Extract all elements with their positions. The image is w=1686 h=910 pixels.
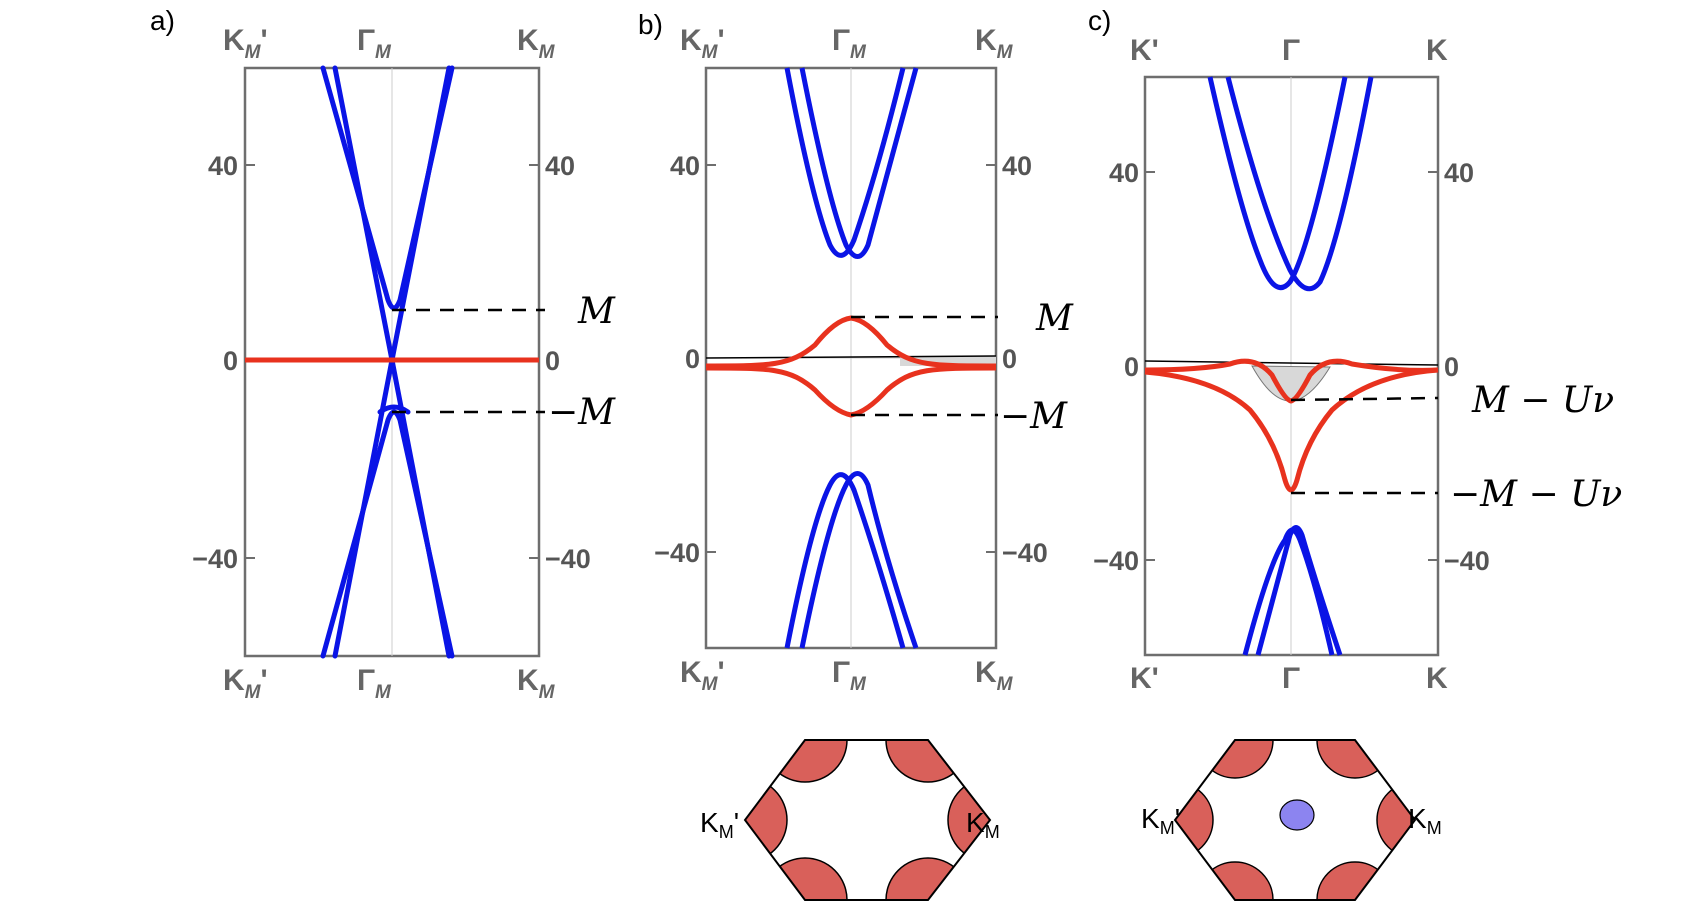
bz1-pocket: [885, 857, 971, 900]
panel-c-tick-right-40: 40: [1444, 158, 1474, 188]
panel-b-blue-bands: [784, 67, 919, 649]
panel-a-tick-left-0: 0: [223, 346, 238, 376]
bz2-pocket: [1376, 781, 1415, 859]
panel-a-kpoint-center-top: ΓM: [357, 24, 392, 63]
panel-c-red-bands: [1144, 358, 1439, 493]
panel-a-tick-right-0: 0: [545, 346, 560, 376]
panel-a-kpoint-left-top: KM': [223, 24, 268, 63]
panel-a-annotation-minus-m: −M: [548, 392, 616, 433]
panel-c-kpoint-left-bottom: K': [1130, 662, 1159, 695]
panel-a-tick-left-40: 40: [208, 151, 238, 181]
panel-a-tick-right-m40: −40: [545, 544, 591, 574]
bz2-pocket: [1175, 781, 1214, 859]
panel-a-kpoint-right-top: KM: [517, 24, 556, 63]
panel-b-kpoint-left-top: KM': [680, 24, 725, 63]
panel-b-kpoint-center-top: ΓM: [832, 24, 867, 63]
panel-a-kpoint-center-bottom: ΓM: [357, 664, 392, 703]
panel-b-tick-left-m40: −40: [654, 538, 700, 568]
panel-c-tick-right-m40: −40: [1444, 546, 1490, 576]
bz1-hexagon: [743, 739, 992, 901]
bz1-label-left: KM': [700, 807, 739, 842]
panel-c: c) K' Γ K K' Γ K 40 0 −40 40 0 −40: [1088, 5, 1622, 695]
panel-b-kpoint-right-bottom: KM: [975, 656, 1014, 695]
bz2-label-left: KM': [1141, 803, 1180, 838]
panel-c-label: c): [1088, 5, 1111, 36]
bz1-pocket: [762, 857, 848, 900]
bz1-pocket: [947, 777, 990, 863]
panel-c-kpoint-center-bottom: Γ: [1282, 662, 1300, 695]
panel-a-tick-left-m40: −40: [192, 544, 238, 574]
panel-b-annotation-m: M: [1035, 298, 1074, 339]
panel-b-kpoint-right-top: KM: [975, 24, 1014, 63]
panel-b-tick-right-40: 40: [1002, 151, 1032, 181]
panel-b-label: b): [638, 9, 663, 40]
panel-b-kpoint-left-bottom: KM': [680, 656, 725, 695]
panel-c-annotation-lower: −M − Uν: [1450, 474, 1622, 515]
panel-a-kpoint-left-bottom: KM': [223, 664, 268, 703]
panel-c-kpoint-left-top: K': [1130, 34, 1159, 67]
bz2-hexagon: [1173, 739, 1417, 901]
panel-c-blue-bands: [1207, 76, 1374, 656]
panel-b-kpoint-center-bottom: ΓM: [832, 656, 867, 695]
panel-c-tick-left-m40: −40: [1093, 546, 1139, 576]
panel-a-label: a): [150, 5, 175, 36]
panel-a: a) KM' ΓM KM KM' ΓM KM 40 0 −40 40 0 −40: [150, 5, 616, 703]
brillouin-zone-c: KM' KM: [1141, 739, 1442, 901]
bz1-pocket: [745, 777, 788, 863]
bz2-label-right: KM: [1408, 803, 1442, 838]
panel-c-gray-fill: [1251, 365, 1331, 402]
panel-c-kpoint-center-top: Γ: [1282, 34, 1300, 67]
panel-a-tick-right-40: 40: [545, 151, 575, 181]
panel-c-tick-left-40: 40: [1109, 158, 1139, 188]
panel-b: b) KM' ΓM KM KM' ΓM KM 40 0 −40 40 0 −40: [638, 9, 1074, 695]
brillouin-zone-b: KM' KM: [700, 739, 1000, 901]
panel-c-tick-left-0: 0: [1124, 352, 1139, 382]
bz2-pocket: [1196, 861, 1274, 900]
panel-b-annotation-minus-m: −M: [1000, 396, 1068, 437]
panel-c-dash-upper: [1290, 396, 1439, 402]
panel-c-annotation-upper: M − Uν: [1471, 380, 1614, 421]
panel-b-tick-right-0: 0: [1002, 344, 1017, 374]
panel-b-tick-left-40: 40: [670, 151, 700, 181]
panel-c-kpoint-right-bottom: K: [1426, 662, 1448, 695]
panel-c-kpoint-right-top: K: [1426, 34, 1448, 67]
panel-b-tick-right-m40: −40: [1002, 538, 1048, 568]
panel-a-kpoint-right-bottom: KM: [517, 664, 556, 703]
panel-b-tick-left-0: 0: [685, 344, 700, 374]
bz2-pocket: [1316, 861, 1394, 900]
panel-c-tick-right-0: 0: [1444, 352, 1459, 382]
panel-a-annotation-m: M: [577, 291, 616, 332]
bz2-center-pocket: [1279, 799, 1315, 831]
bz1-label-right: KM: [966, 807, 1000, 842]
